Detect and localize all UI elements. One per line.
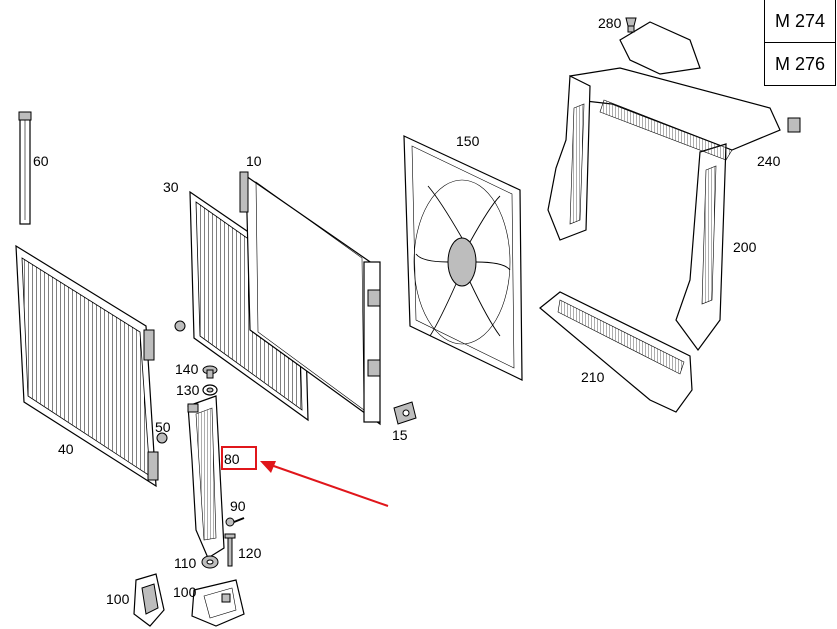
part-60-rod xyxy=(18,111,32,225)
callout-200: 200 xyxy=(733,239,757,255)
callout-240: 240 xyxy=(757,153,781,169)
part-100-left-mount xyxy=(133,573,165,627)
pointer-arrow xyxy=(260,461,389,507)
callout-150: 150 xyxy=(456,133,480,149)
part-40-condenser xyxy=(15,244,168,488)
callout-130: 130 xyxy=(176,382,200,398)
part-110-nut xyxy=(201,555,219,569)
part-120-bolt xyxy=(224,533,236,567)
callout-90: 90 xyxy=(230,498,246,514)
callout-30: 30 xyxy=(163,179,179,195)
engine-code-m274: M 274 xyxy=(774,10,826,31)
callout-100-lower: 100 xyxy=(173,584,197,600)
part-150-fan-shroud xyxy=(403,135,523,381)
part-130-grommet xyxy=(202,384,218,396)
callout-120: 120 xyxy=(238,545,262,561)
callout-280: 280 xyxy=(598,15,622,31)
part-200-frame-carrier xyxy=(547,21,801,352)
callout-210: 210 xyxy=(581,369,605,385)
callout-15: 15 xyxy=(392,427,408,443)
callout-110: 110 xyxy=(174,555,197,571)
part-15-sensor xyxy=(393,401,417,425)
part-210-air-duct xyxy=(539,291,693,413)
part-10-radiator xyxy=(239,171,381,426)
part-80-side-bracket xyxy=(187,395,225,559)
callout-80: 80 xyxy=(224,451,240,467)
callout-50: 50 xyxy=(155,419,171,435)
callout-10: 10 xyxy=(246,153,262,169)
callout-60: 60 xyxy=(33,153,49,169)
engine-code-m276: M 276 xyxy=(765,42,835,85)
callout-40: 40 xyxy=(58,441,74,457)
part-100-lower-mount xyxy=(191,579,245,627)
part-280-clip xyxy=(625,17,637,33)
highlight-box-80 xyxy=(221,446,257,470)
callout-100-left: 100 xyxy=(106,591,130,607)
part-90-screw xyxy=(225,517,245,527)
callout-140: 140 xyxy=(175,361,199,377)
part-140-bolt xyxy=(202,365,218,379)
engine-code-table: M 274 M 276 xyxy=(764,0,836,86)
